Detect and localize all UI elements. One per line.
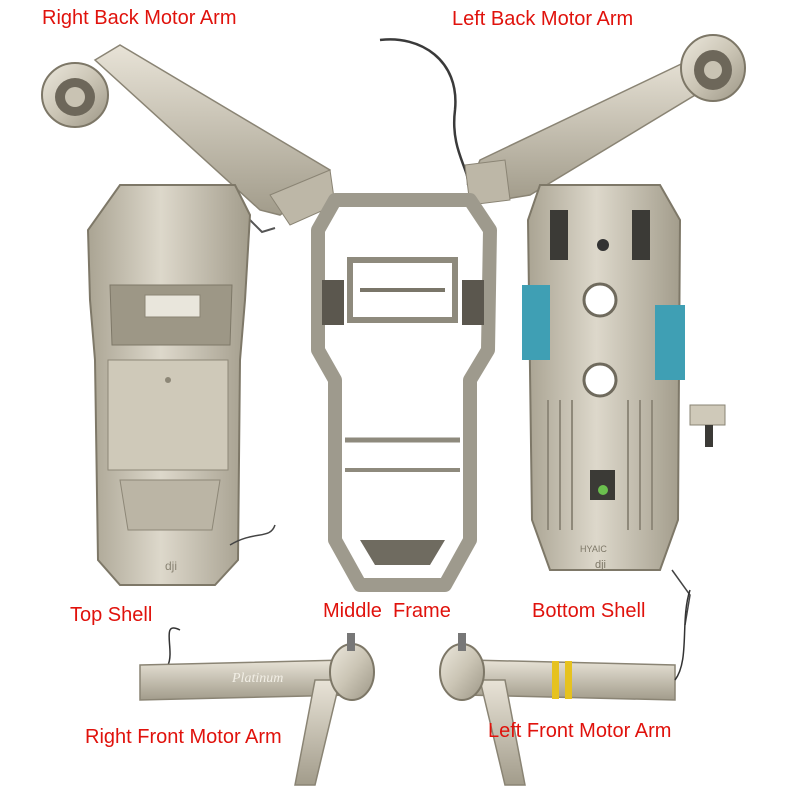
dji-logo-bottom: dji	[595, 559, 606, 571]
dji-logo-top: dji	[165, 559, 177, 573]
label-left-back-motor-arm: Left Back Motor Arm	[452, 8, 634, 30]
platinum-mark: Platinum	[231, 671, 283, 686]
label-top-shell: Top Shell	[70, 604, 153, 626]
right-back-motor-arm	[41, 44, 336, 234]
label-left-front-motor-arm: Left Front Motor Arm	[488, 720, 672, 742]
right-front-motor-arm: Platinum	[139, 627, 375, 786]
label-right-back-motor-arm: Right Back Motor Arm	[42, 7, 237, 29]
label-bottom-shell: Bottom Shell	[532, 600, 646, 622]
label-right-front-motor-arm: Right Front Motor Arm	[85, 726, 282, 748]
left-back-motor-arm	[379, 34, 746, 206]
top-shell: dji	[86, 184, 276, 586]
middle-frame	[311, 193, 497, 592]
bottom-shell: HYAIC dji	[522, 184, 726, 626]
hyaic-mark: HYAIC	[580, 544, 607, 554]
label-middle-frame: Middle Frame	[323, 600, 451, 622]
left-front-motor-arm	[439, 589, 691, 786]
